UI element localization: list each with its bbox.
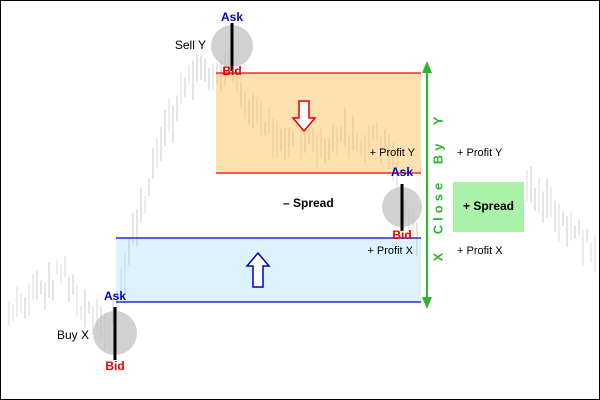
- buy-x-name-label: Buy X: [56, 328, 89, 342]
- buy-zone: [116, 238, 421, 302]
- buy-zone-profit-label: + Profit X: [367, 245, 413, 257]
- close-by-arrow: [422, 61, 432, 309]
- sell-y-bid-label: Bid: [222, 64, 242, 78]
- arrowhead-up-icon: [422, 61, 432, 73]
- sell-zone-profit-label: + Profit Y: [369, 147, 415, 159]
- close-ask-label: Ask: [390, 165, 413, 179]
- result-profit-x-label: + Profit X: [457, 245, 503, 257]
- sell-zone: [216, 73, 421, 173]
- close-bid-label: Bid: [392, 228, 412, 242]
- result-profit-y-label: + Profit Y: [457, 147, 503, 159]
- up-arrow-icon: [245, 251, 271, 288]
- arrowhead-down-icon: [422, 297, 432, 309]
- buy-x-bid-label: Bid: [105, 359, 125, 373]
- minus-spread-label: – Spread: [283, 196, 334, 210]
- sell-y-name-label: Sell Y: [174, 38, 206, 52]
- down-arrow-icon: [291, 100, 317, 133]
- spread-zone: [453, 182, 524, 232]
- plus-spread-label: + Spread: [462, 199, 515, 213]
- close-by-label: X Close By Y: [430, 112, 446, 262]
- buy-x-ask-label: Ask: [103, 289, 126, 303]
- sell-y-ask-label: Ask: [220, 10, 243, 24]
